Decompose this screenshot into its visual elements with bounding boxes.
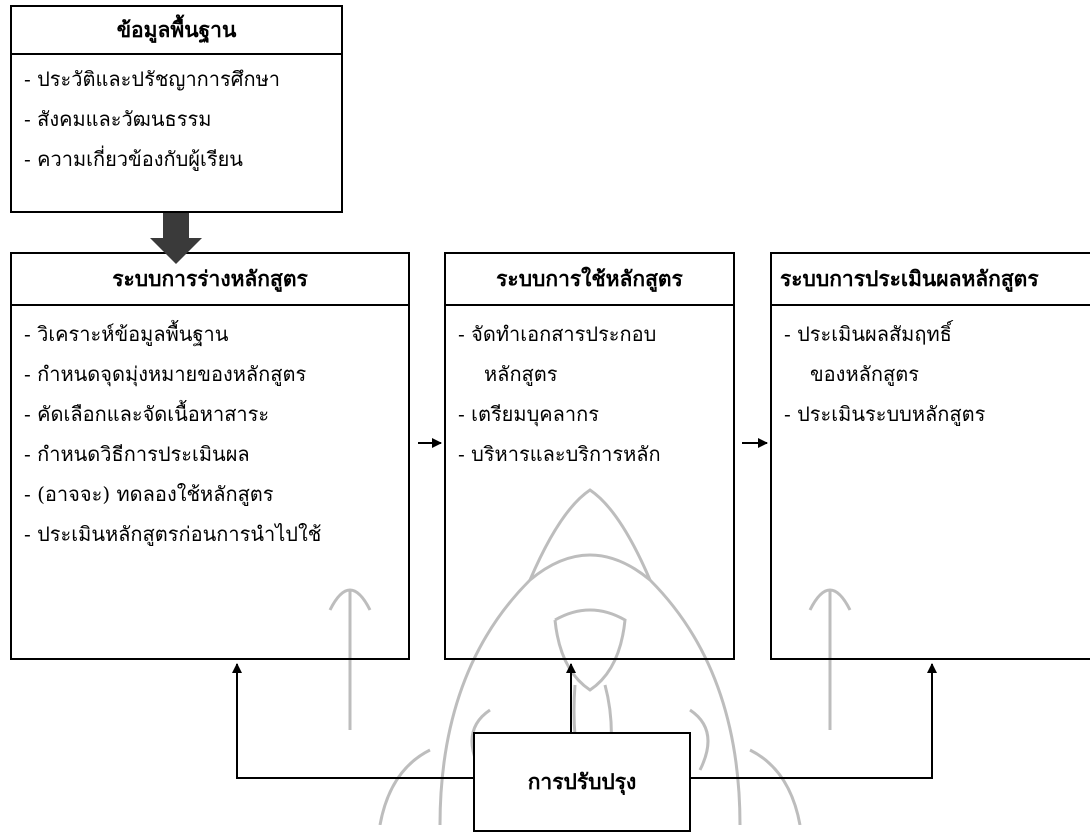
feedback-to-evaluation [691, 663, 937, 779]
drafting-item: - ประเมินหลักสูตรก่อนการนำไปใช้ [24, 522, 322, 546]
drafting-title: ระบบการร่างหลักสูตร [12, 254, 408, 306]
implementation-title: ระบบการใช้หลักสูตร [446, 254, 733, 306]
foundation-title: ข้อมูลพื้นฐาน [12, 7, 341, 55]
implementation-item: - เตรียมบุคลากร [458, 402, 599, 426]
foundation-box: ข้อมูลพื้นฐาน - ประวัติและปรัชญาการศึกษา… [10, 5, 343, 213]
evaluation-item: - ประเมินผลสัมฤทธิ์ [784, 322, 952, 346]
implementation-item: - จัดทำเอกสารประกอบ [458, 322, 657, 346]
evaluation-item: - ประเมินระบบหลักสูตร [784, 402, 986, 426]
implementation-box: ระบบการใช้หลักสูตร - จัดทำเอกสารประกอบ ห… [444, 252, 735, 660]
improvement-box: การปรับปรุง [473, 732, 691, 832]
implementation-item: - บริหารและบริการหลัก [458, 442, 661, 466]
drafting-box: ระบบการร่างหลักสูตร - วิเคราะห์ข้อมูลพื้… [10, 252, 410, 660]
drafting-item: - (อาจจะ) ทดลองใช้หลักสูตร [24, 482, 274, 506]
evaluation-box: ระบบการประเมินผลหลักสูตร - ประเมินผลสัมฤ… [770, 252, 1090, 660]
foundation-item: - สังคมและวัฒนธรรม [24, 107, 212, 131]
drafting-item: - คัดเลือกและจัดเนื้อหาสาระ [24, 402, 270, 426]
feedback-to-drafting [232, 663, 473, 779]
evaluation-item: ของหลักสูตร [810, 362, 919, 386]
implementation-item: หลักสูตร [484, 362, 558, 386]
drafting-item: - กำหนดจุดมุ่งหมายของหลักสูตร [24, 362, 307, 386]
foundation-item: - ความเกี่ยวข้องกับผู้เรียน [24, 147, 243, 171]
drafting-item: - วิเคราะห์ข้อมูลพื้นฐาน [24, 322, 229, 346]
foundation-item: - ประวัติและปรัชญาการศึกษา [24, 67, 280, 91]
down-arrow-icon [150, 213, 202, 264]
evaluation-title: ระบบการประเมินผลหลักสูตร [772, 254, 1090, 306]
improvement-title: การปรับปรุง [527, 769, 637, 794]
drafting-item: - กำหนดวิธีการประเมินผล [24, 442, 250, 466]
